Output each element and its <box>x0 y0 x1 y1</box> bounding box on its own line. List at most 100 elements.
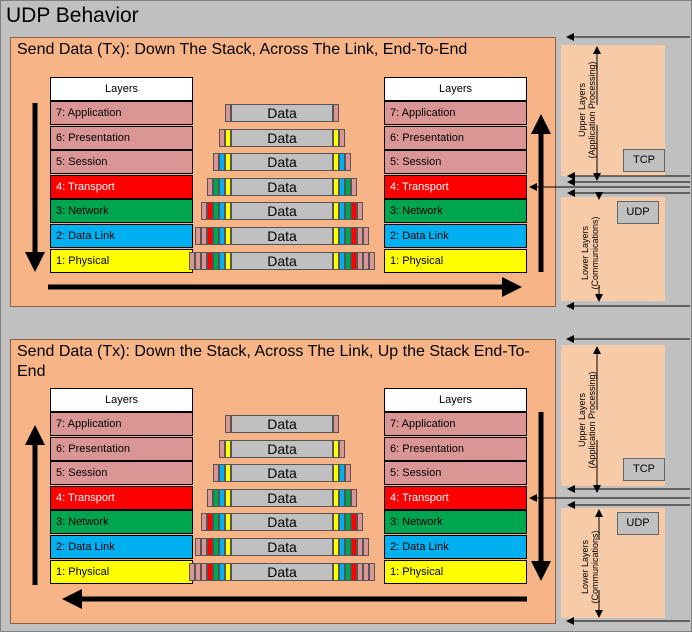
p2-right-layers-header: Layers <box>384 388 527 412</box>
p1-data-unit: Data <box>201 202 363 221</box>
p1-data-label: Data <box>231 104 333 122</box>
p1-trailer-seg <box>339 128 345 147</box>
p1-trailer-seg <box>333 104 339 122</box>
p1-trailer-seg <box>351 251 357 270</box>
p2-header-seg <box>213 562 219 581</box>
p2-trailer-seg <box>351 538 357 556</box>
p1-left-layer-6: 6: Presentation <box>50 125 193 150</box>
p1-left-layer-4: 4: Transport <box>50 174 193 199</box>
p2-left-layer-1: 1: Physical <box>50 559 193 584</box>
p2-data-unit: Data <box>201 513 363 532</box>
p2-data-label: Data <box>231 415 333 433</box>
p2-header-seg <box>213 513 219 532</box>
p1-header-seg <box>213 177 219 196</box>
p2-data-unit: Data <box>219 439 345 458</box>
p2-trailer-seg <box>369 562 375 581</box>
p1-trailer-seg <box>363 227 369 245</box>
p2-left-layer-6: 6: Presentation <box>50 436 193 461</box>
p2-header-seg <box>219 488 225 507</box>
p2-data-unit: Data <box>195 538 369 556</box>
p2-header-seg <box>219 439 225 458</box>
p1-data-label: Data <box>231 202 333 221</box>
p1-trailer-seg <box>333 128 339 147</box>
p2-trailer-seg <box>345 538 351 556</box>
p2-trailer-seg <box>339 488 345 507</box>
p2-left-layer-4: 4: Transport <box>50 485 193 510</box>
panel-2-title: Send Data (Tx): Down the Stack, Across T… <box>17 343 530 380</box>
p1-trailer-seg <box>345 202 351 221</box>
p1-right-layer-6: 6: Presentation <box>384 125 527 150</box>
tcp-box-1: TCP <box>623 149 665 172</box>
p2-trailer-seg <box>333 464 339 483</box>
p1-right-layers-header: Layers <box>384 77 527 101</box>
panel-1-title: Send Data (Tx): Down The Stack, Across T… <box>17 41 468 58</box>
p1-header-seg <box>225 227 231 245</box>
p1-trailer-seg <box>339 153 345 172</box>
p2-trailer-seg <box>363 538 369 556</box>
p2-header-seg <box>189 562 195 581</box>
p2-data-label: Data <box>231 439 333 458</box>
p1-data-unit: Data <box>189 251 375 270</box>
p1-trailer-seg <box>357 227 363 245</box>
p2-data-unit: Data <box>225 415 339 433</box>
p1-trailer-seg <box>333 251 339 270</box>
p1-header-seg <box>219 177 225 196</box>
p2-left-layer-3: 3: Network <box>50 510 193 535</box>
p1-header-seg <box>219 153 225 172</box>
p1-data-label: Data <box>231 251 333 270</box>
p1-right-layer-5: 5: Session <box>384 150 527 175</box>
p1-header-seg <box>213 227 219 245</box>
p2-header-seg <box>213 538 219 556</box>
p2-data-label: Data <box>231 562 333 581</box>
p1-trailer-seg <box>357 202 363 221</box>
p1-header-seg <box>219 251 225 270</box>
p2-header-seg <box>219 513 225 532</box>
p2-header-seg <box>219 538 225 556</box>
p1-data-label: Data <box>231 177 333 196</box>
p2-data-label: Data <box>231 488 333 507</box>
p2-trailer-seg <box>333 439 339 458</box>
p1-header-seg <box>207 177 213 196</box>
udp-box-1: UDP <box>617 201 659 224</box>
p1-data-unit: Data <box>225 104 339 122</box>
p1-header-seg <box>213 202 219 221</box>
p1-trailer-seg <box>351 227 357 245</box>
p1-left-layer-5: 5: Session <box>50 150 193 175</box>
p2-header-seg <box>195 562 201 581</box>
p1-header-seg <box>225 128 231 147</box>
p1-header-seg <box>225 202 231 221</box>
p1-left-layers-header: Layers <box>50 77 193 101</box>
p2-right-layer-7: 7: Application <box>384 412 527 436</box>
p1-trailer-seg <box>345 227 351 245</box>
p2-header-seg <box>225 464 231 483</box>
p2-trailer-seg <box>333 415 339 433</box>
p1-header-seg <box>219 128 225 147</box>
p1-header-seg <box>201 202 207 221</box>
p2-header-seg <box>213 464 219 483</box>
p2-header-seg <box>225 488 231 507</box>
udp-box-2: UDP <box>617 512 659 535</box>
p2-data-unit: Data <box>189 562 375 581</box>
p2-data-unit: Data <box>213 464 351 483</box>
p1-left-layer-1: 1: Physical <box>50 248 193 273</box>
p2-header-seg <box>225 439 231 458</box>
p2-header-seg <box>201 562 207 581</box>
p2-trailer-seg <box>363 562 369 581</box>
p1-header-seg <box>207 251 213 270</box>
p2-trailer-seg <box>351 562 357 581</box>
p1-header-seg <box>225 153 231 172</box>
p1-header-seg <box>225 104 231 122</box>
p1-trailer-seg <box>339 227 345 245</box>
p2-right-layer-5: 5: Session <box>384 461 527 486</box>
p1-trailer-seg <box>345 177 351 196</box>
p2-header-seg <box>201 513 207 532</box>
p2-data-unit: Data <box>207 488 357 507</box>
p1-header-seg <box>225 251 231 270</box>
p2-right-layer-4: 4: Transport <box>384 485 527 510</box>
p2-right-layer-6: 6: Presentation <box>384 436 527 461</box>
p1-data-unit: Data <box>213 153 351 172</box>
p2-trailer-seg <box>357 538 363 556</box>
p1-left-layer-7: 7: Application <box>50 101 193 125</box>
